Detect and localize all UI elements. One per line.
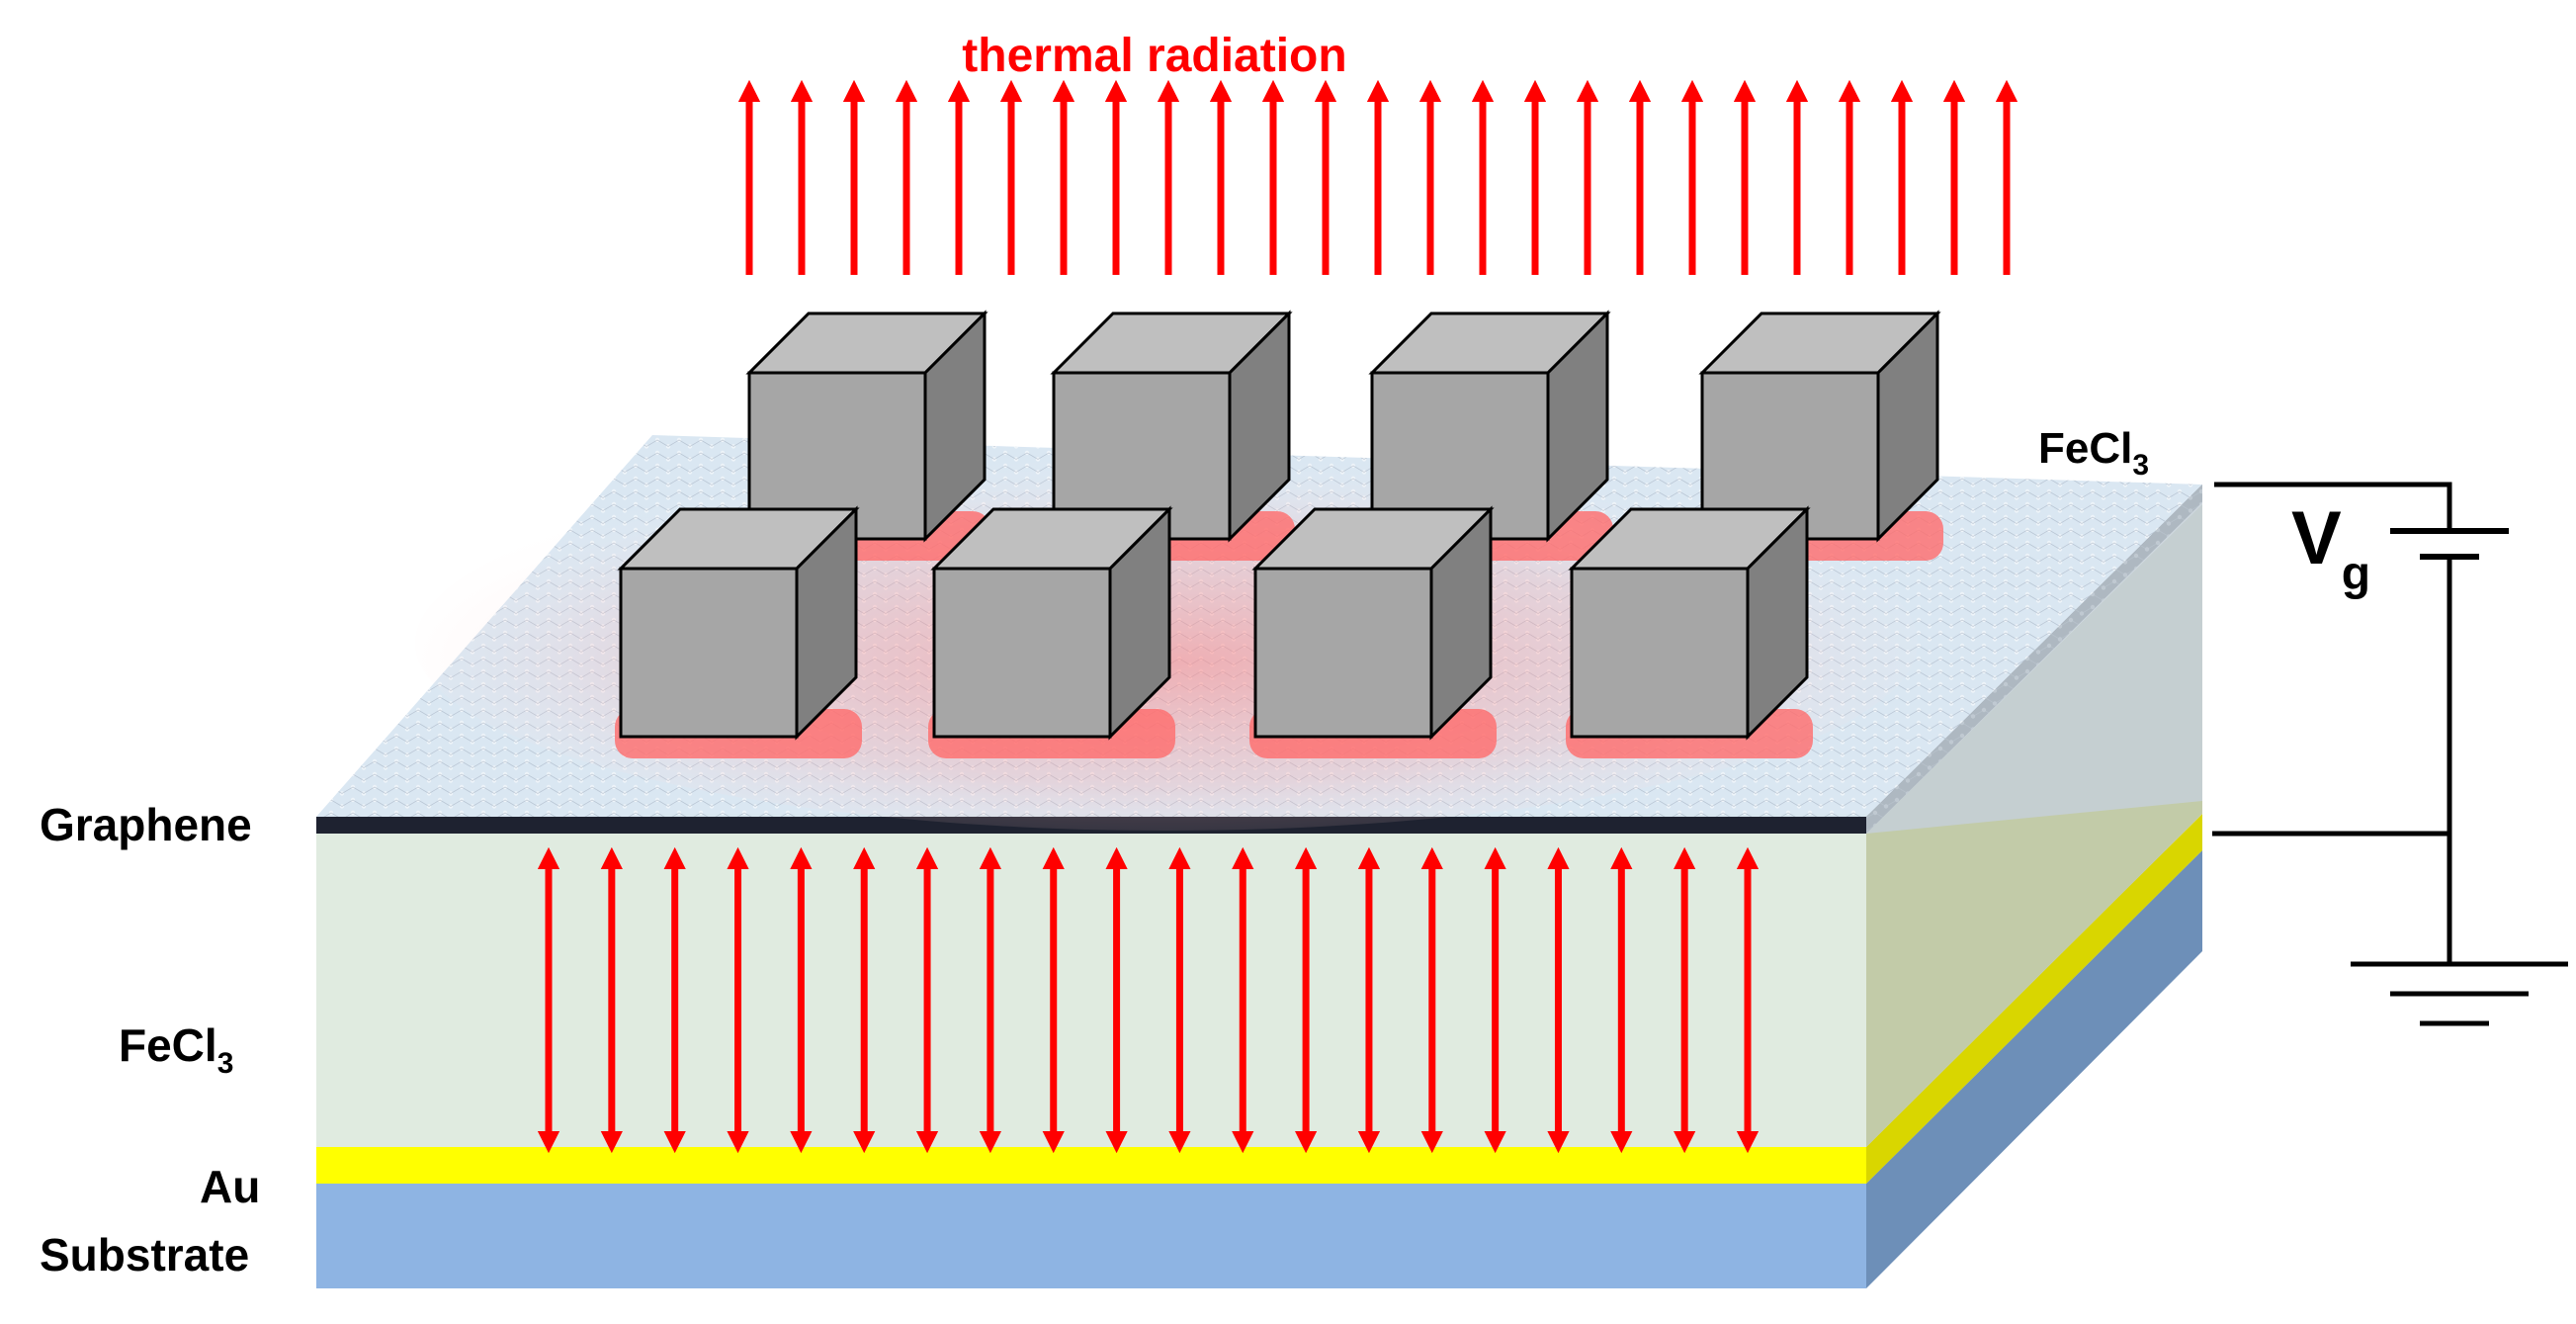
substrate-front-face <box>316 1184 1866 1288</box>
cube-front-face <box>932 567 1112 739</box>
nanocube <box>1368 309 1611 543</box>
gold-layer <box>316 814 2202 1184</box>
fecl3-side-sub: 3 <box>217 1047 234 1080</box>
cube-front-face <box>619 567 799 739</box>
nanocube <box>1698 309 1941 543</box>
nanocube <box>617 505 860 741</box>
substrate-side-face <box>1866 850 2202 1288</box>
nanocube <box>745 309 988 543</box>
nanocube <box>1568 505 1811 741</box>
cube-front-face <box>1253 567 1433 739</box>
fecl3-top-label: FeCl3 <box>2038 424 2149 482</box>
cavity-arrows <box>537 846 1760 1154</box>
cube-front-face <box>1570 567 1750 739</box>
gold-side-face <box>1866 814 2202 1184</box>
fecl3-lower-front-face <box>316 834 1866 1147</box>
graphene-label: Graphene <box>40 799 252 850</box>
gate-voltage-label: Vg <box>2291 496 2370 600</box>
au-label: Au <box>200 1161 260 1212</box>
fecl3-top-sub: 3 <box>2132 449 2149 482</box>
gold-front-face <box>316 1147 1866 1184</box>
nanocube <box>930 505 1173 741</box>
fecl3-top-main: FeCl <box>2038 424 2132 473</box>
gate-voltage-sub: g <box>2342 548 2370 600</box>
circuit-top-wire <box>2214 482 2452 531</box>
nanocube <box>1251 505 1495 741</box>
fecl3-side-main: FeCl <box>119 1019 217 1071</box>
gate-circuit <box>2212 482 2568 1026</box>
substrate-label: Substrate <box>40 1229 249 1280</box>
nanocube <box>1050 309 1293 543</box>
fecl3-side-label: FeCl3 <box>119 1019 233 1080</box>
gate-voltage-main: V <box>2291 496 2342 580</box>
fecl3-right-face <box>1866 485 2202 834</box>
nanocube-array <box>617 309 1941 741</box>
thermal-radiation-arrows <box>737 79 2018 275</box>
fecl3-lower-gradient <box>316 834 1866 1147</box>
thermal-radiation-label: thermal radiation <box>962 30 1346 82</box>
